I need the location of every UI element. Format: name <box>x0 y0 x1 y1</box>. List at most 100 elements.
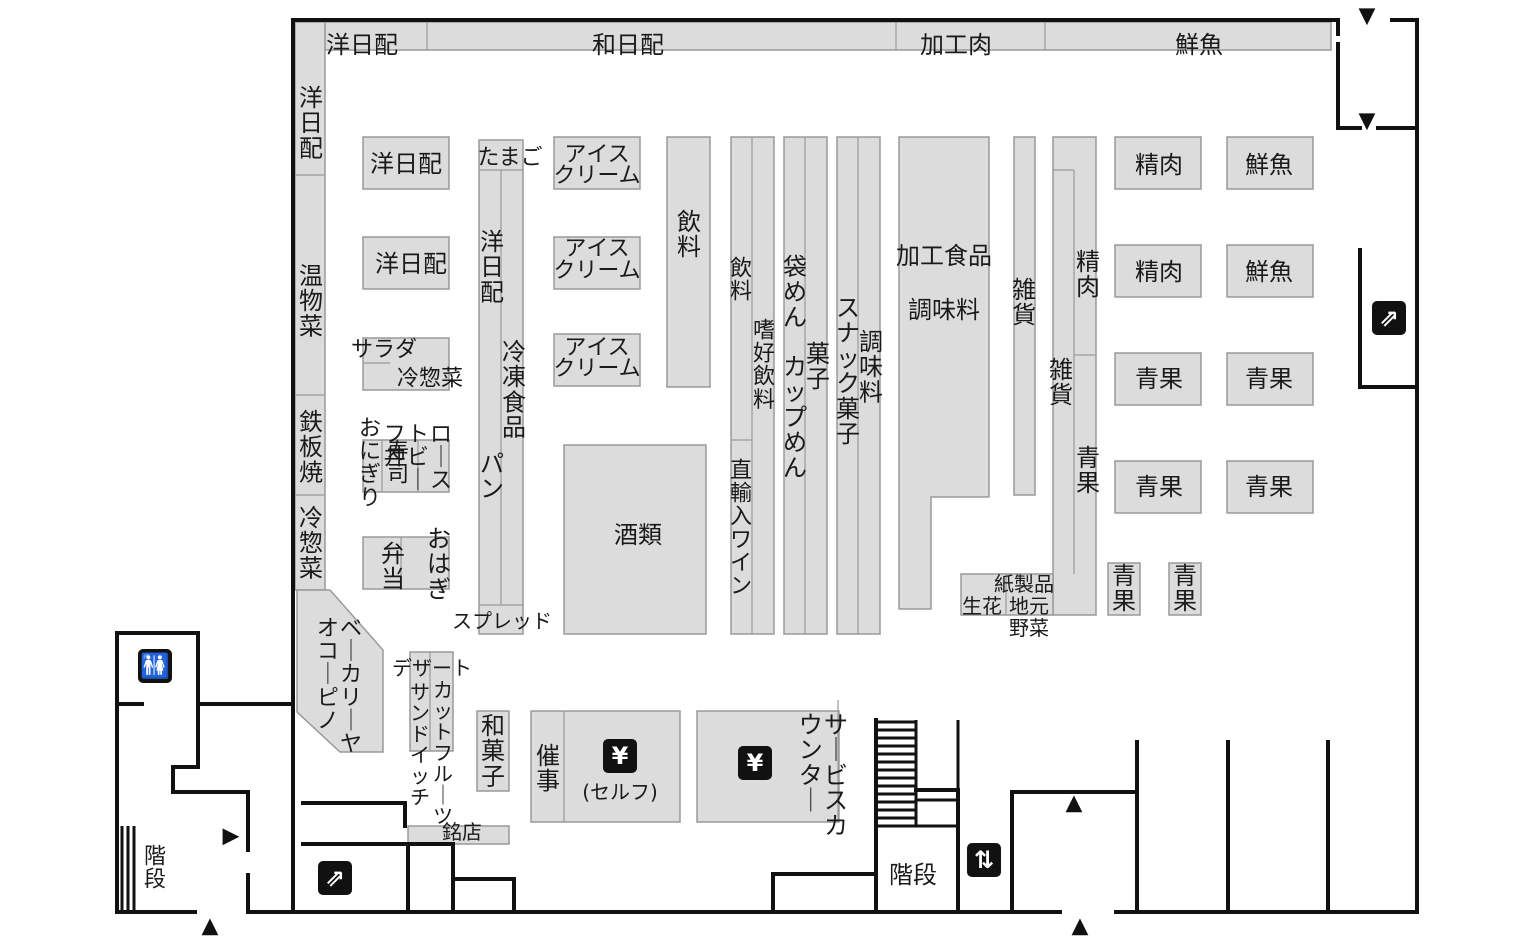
svg-text:▲: ▲ <box>202 914 219 939</box>
svg-text:▼: ▼ <box>1359 109 1376 134</box>
zone-label: 催事 <box>536 742 560 795</box>
svg-text:▶: ▶ <box>223 824 240 849</box>
wall <box>914 788 960 914</box>
wall <box>1358 248 1419 389</box>
zone-label: パン <box>480 450 504 503</box>
wall <box>1010 790 1139 914</box>
svg-text:¥: ¥ <box>612 742 629 770</box>
wall <box>1336 42 1362 130</box>
zone-label: アイス <box>564 336 629 361</box>
wall <box>246 873 1062 914</box>
zone-label: サラダ <box>351 338 417 363</box>
zone-label: スナック菓子 <box>836 294 860 448</box>
zone-label: サンドイッチ <box>410 680 430 809</box>
zone-label: 精肉 <box>1076 248 1100 301</box>
entrance-arrow-icon: ▲ <box>1072 914 1089 939</box>
zone-label: 青果 <box>1245 473 1293 501</box>
zone-label: 和菓子 <box>481 712 505 790</box>
zone-label: アイス <box>564 143 629 168</box>
zone-label: 青果 <box>1173 562 1197 615</box>
svg-text:¥: ¥ <box>747 749 764 777</box>
zone-label: 精肉 <box>1135 151 1183 179</box>
zone-label: 嗜好飲料 <box>753 319 775 413</box>
zone-label: 青果 <box>1076 444 1100 497</box>
wall <box>291 18 1340 914</box>
zone-label: 階段 <box>144 845 166 893</box>
atm-yen-icon: ¥ <box>603 739 637 773</box>
zone-label: たまご <box>477 146 542 171</box>
zone-label: 階段 <box>889 861 937 889</box>
shelf-block <box>1107 562 1141 616</box>
zone-label: クリーム <box>553 259 640 284</box>
zone-label: 地元 <box>1009 594 1049 618</box>
svg-text:▼: ▼ <box>1359 4 1376 29</box>
zone-label: (セルフ) <box>582 780 658 804</box>
zone-label: 鉄板焼 <box>299 408 323 486</box>
shelf-block <box>553 136 641 190</box>
shelf-block <box>1226 244 1314 298</box>
shelf-block <box>362 439 450 493</box>
zone-label: 冷惣菜 <box>397 367 463 392</box>
zone-label: 調味料 <box>859 328 883 406</box>
wall <box>1114 18 1419 914</box>
entrance-arrow-icon: ▼ <box>1359 4 1376 29</box>
shelf-block <box>362 337 450 391</box>
wall <box>115 631 200 914</box>
entrance-arrow-icon: ▲ <box>202 914 219 939</box>
zone-label: 温物菜 <box>299 262 323 340</box>
wall-layer <box>115 18 1419 914</box>
entrance-arrow-icon: ▼ <box>1359 109 1376 134</box>
shelf-block <box>409 651 454 752</box>
zone-label: アイス <box>564 237 629 262</box>
zone-label: 和日配 <box>592 31 664 59</box>
shelf-block <box>563 444 707 635</box>
icon-layer: 🚻 ⇗ ⇗ ⇅ ¥ ¥ ▲ ▲ ▲ ▶ ▼ ▼ <box>138 4 1406 939</box>
wall <box>301 801 407 828</box>
entrance-arrow-icon: ▶ <box>223 824 240 849</box>
toilet-icon: 🚻 <box>138 649 172 683</box>
zone-label: 加工肉 <box>920 31 992 59</box>
shelf-block <box>960 573 1054 616</box>
wall <box>771 872 878 914</box>
elevator-icon: ⇅ <box>967 843 1001 877</box>
zone-label: 飲料 <box>730 257 752 305</box>
wall <box>301 842 455 914</box>
atm-yen-icon: ¥ <box>738 746 772 780</box>
zone-label: サ｜ビスカウンタ｜ <box>799 711 848 840</box>
zone-label: 弁当 <box>381 540 405 593</box>
shelf-block <box>1114 460 1202 514</box>
shelf-block <box>362 236 450 290</box>
svg-text:⇗: ⇗ <box>1379 304 1399 332</box>
entrance-arrow-icon: ▲ <box>1066 791 1083 816</box>
zone-label: 冷凍食品 <box>502 338 526 442</box>
shelf-block <box>1226 352 1314 406</box>
zone-label: カットフル｜ツ <box>433 678 453 828</box>
shelf-block <box>1226 136 1314 190</box>
zone-label: 調味料 <box>908 296 980 324</box>
shelf-block <box>407 825 510 845</box>
zone-label: おにぎり <box>359 417 381 511</box>
zone-label: 洋日配 <box>299 84 323 162</box>
zone-label: 洋日配 <box>326 31 398 59</box>
shelf-block <box>296 589 384 753</box>
shelf-layer <box>294 21 1332 845</box>
zone-label: 生花 <box>962 594 1002 618</box>
shelf-block <box>553 333 641 387</box>
zone-label: 袋めん <box>783 253 807 331</box>
svg-text:🚻: 🚻 <box>140 652 170 680</box>
zone-label: デザート <box>392 656 472 680</box>
zone-label: 鮮魚 <box>1245 258 1293 286</box>
zone-label: 紙製品 <box>994 572 1054 596</box>
zone-label: 直輸入ワイン <box>730 459 752 600</box>
shelf-block <box>362 136 450 190</box>
svg-text:⇅: ⇅ <box>974 846 994 874</box>
zone-label: カップめん <box>783 353 807 482</box>
zone-label: 飲料 <box>677 208 701 261</box>
zone-label: 鮮魚 <box>1175 31 1223 59</box>
zone-label: 酒類 <box>614 521 662 549</box>
zone-label: 青果 <box>1135 365 1183 393</box>
shelf-block <box>553 236 641 290</box>
escalator-icon: ⇗ <box>318 861 352 895</box>
zone-label: 洋日配 <box>370 150 442 178</box>
shelf-block <box>1114 136 1202 190</box>
